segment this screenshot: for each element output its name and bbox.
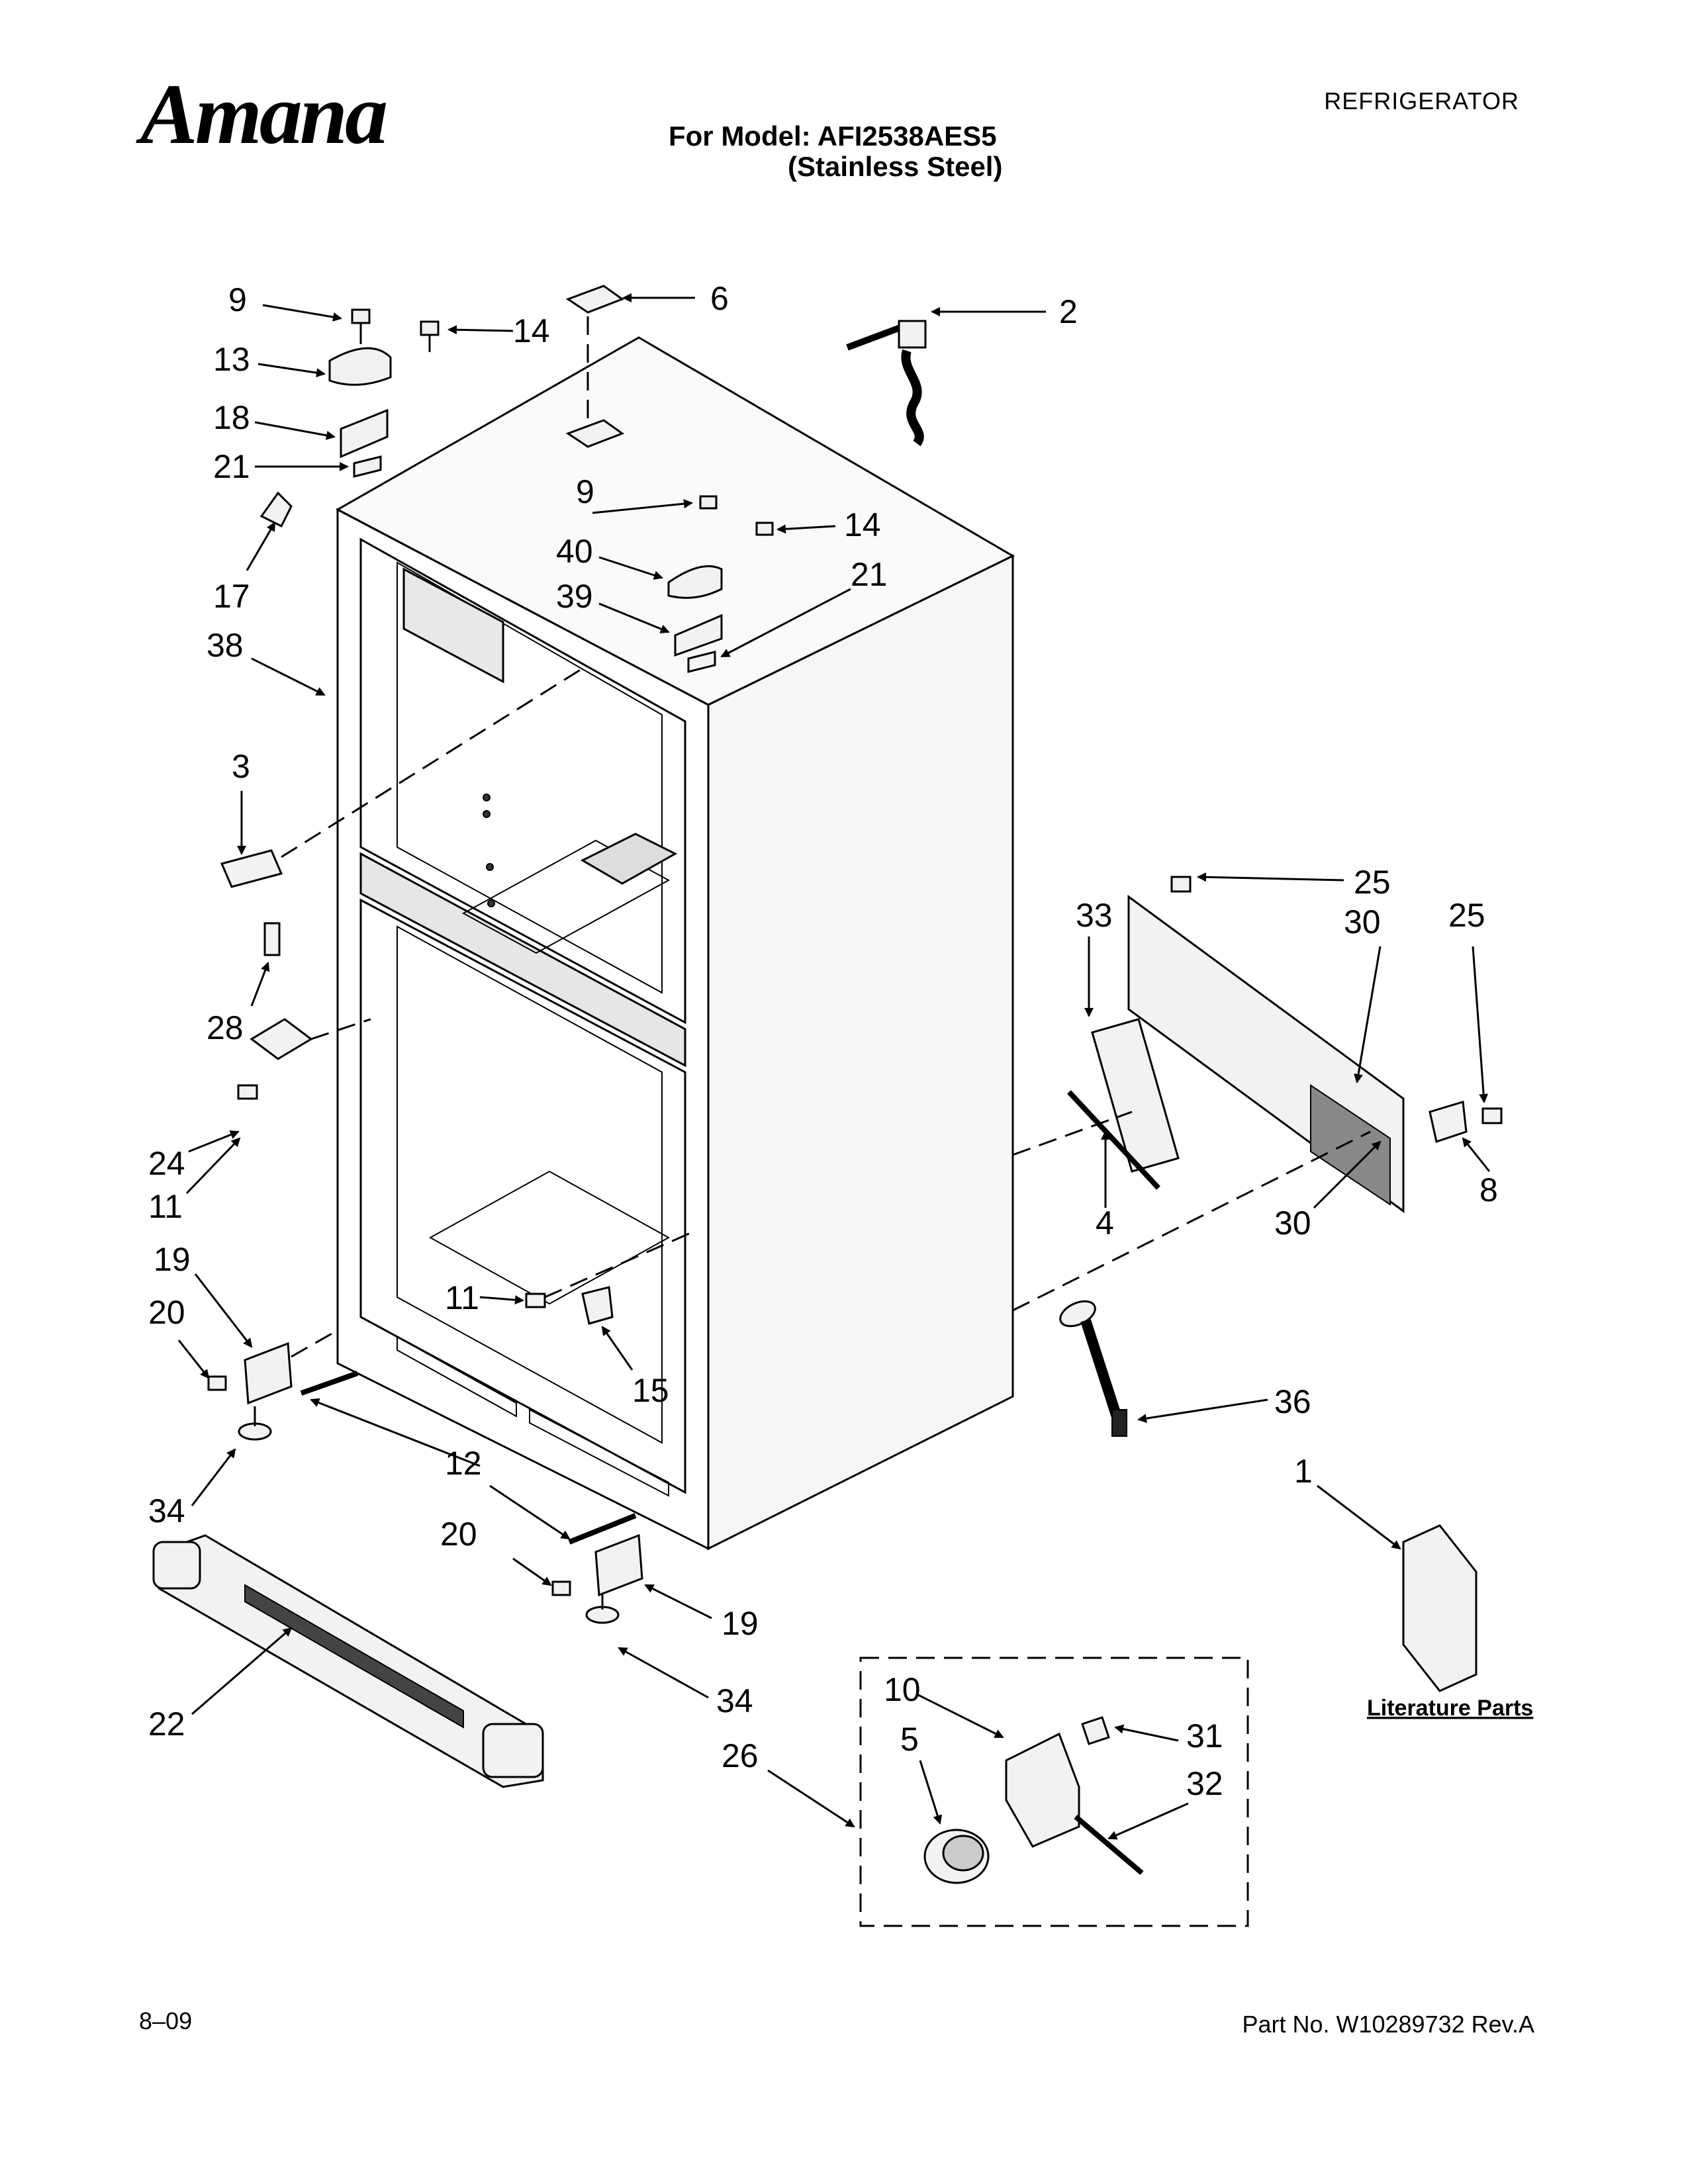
hinge-18	[340, 408, 389, 459]
screw-20-right	[551, 1580, 571, 1596]
rod-12-right	[568, 1513, 637, 1545]
clamp-8	[1429, 1101, 1468, 1143]
screw-14-mid	[755, 522, 774, 536]
access-panel-30	[1127, 895, 1405, 1213]
callout-14-mid: 14	[844, 506, 881, 543]
bracket-3	[220, 849, 283, 888]
roller-kit-box-26	[859, 1657, 1249, 1927]
screw-11-left	[237, 1084, 258, 1100]
water-tube-2	[846, 320, 927, 447]
callout-24: 24	[148, 1145, 185, 1182]
callout-15: 15	[632, 1372, 669, 1409]
literature-parts-label: Literature Parts	[1367, 1696, 1533, 1721]
document-type: REFRIGERATOR	[1324, 87, 1519, 114]
bracket-17	[259, 491, 293, 528]
screw-28	[263, 922, 281, 956]
hinge-39	[674, 614, 723, 657]
callout-21-mid: 21	[851, 556, 888, 593]
leveling-bracket-19-right	[594, 1533, 643, 1597]
callout-3: 3	[232, 748, 250, 785]
screw-25-right	[1481, 1107, 1503, 1124]
hinge-cover-13	[328, 347, 392, 386]
callout-25-left: 25	[1354, 864, 1391, 901]
rod-12-left	[300, 1371, 359, 1396]
bracket-24	[250, 1018, 313, 1060]
shim-21-top	[353, 455, 382, 478]
callout-13: 13	[213, 341, 250, 378]
clip-31	[1081, 1716, 1110, 1745]
callout-11-left: 11	[148, 1188, 183, 1225]
callout-10: 10	[884, 1671, 921, 1708]
clip-15	[581, 1286, 614, 1325]
callout-5: 5	[900, 1721, 919, 1758]
callout-22: 22	[148, 1706, 185, 1743]
brand-logo: Amana	[140, 67, 388, 162]
callout-labels: 9 14 6 2 13 18 21 9 14 40 39 21 17 38 3 …	[148, 280, 1533, 1802]
callout-9-mid: 9	[576, 473, 594, 510]
callout-8: 8	[1479, 1171, 1498, 1208]
screw-14-top	[420, 320, 440, 352]
screw-11-center	[525, 1293, 546, 1308]
callout-19-left: 19	[154, 1241, 191, 1278]
callout-25-right: 25	[1448, 897, 1485, 934]
callout-20-left: 20	[148, 1294, 185, 1331]
callout-1: 1	[1294, 1453, 1313, 1490]
filter-panel-33	[1091, 1018, 1180, 1173]
model-title: For Model: AFI2538AES5 (Stainless Steel)	[669, 120, 1003, 183]
pin-32	[1074, 1814, 1144, 1876]
callout-33: 33	[1076, 897, 1113, 934]
callout-39: 39	[556, 578, 593, 615]
parts-group	[152, 285, 1503, 1927]
finish-line: (Stainless Steel)	[788, 151, 1003, 183]
gasket-strip-4	[1067, 1090, 1160, 1190]
callout-12: 12	[445, 1445, 482, 1482]
callout-34-right: 34	[716, 1682, 753, 1719]
callout-31: 31	[1186, 1717, 1223, 1754]
callout-20-right: 20	[440, 1516, 477, 1553]
plate-6-mount	[565, 419, 625, 448]
callout-4: 4	[1096, 1205, 1114, 1242]
callout-17: 17	[213, 578, 250, 615]
hinge-cover-40	[667, 565, 723, 599]
callout-30-top: 30	[1344, 903, 1381, 940]
leader-lines	[177, 293, 1491, 1840]
footer-date: 8–09	[139, 2007, 193, 2034]
callout-34-left: 34	[148, 1492, 185, 1529]
callout-28: 28	[207, 1009, 244, 1046]
screw-20-left	[207, 1375, 227, 1391]
leveling-bracket-19-left	[244, 1342, 293, 1405]
base-grille-22	[152, 1534, 544, 1788]
shim-21-mid	[687, 651, 716, 673]
callout-21-top: 21	[213, 448, 250, 485]
screw-9-top	[351, 308, 371, 344]
callout-11-center: 11	[445, 1279, 479, 1316]
screw-25-left	[1170, 876, 1192, 893]
screw-9-mid	[699, 495, 718, 510]
callout-30-bottom: 30	[1274, 1205, 1311, 1242]
callout-2: 2	[1059, 293, 1078, 330]
callout-19-right: 19	[722, 1605, 759, 1642]
plate-6	[565, 285, 625, 314]
callout-40: 40	[556, 533, 593, 570]
tool-36	[1059, 1300, 1127, 1437]
callout-36: 36	[1274, 1383, 1311, 1420]
callout-14-top: 14	[513, 312, 550, 349]
callout-18: 18	[213, 399, 250, 436]
callout-26: 26	[722, 1737, 759, 1774]
callout-32: 32	[1186, 1765, 1223, 1802]
footer-part-number: Part No. W10289732 Rev.A	[1242, 2011, 1534, 2038]
callout-9-top: 9	[228, 281, 247, 318]
roller-bracket-10	[1005, 1732, 1080, 1848]
callout-6: 6	[710, 280, 729, 317]
refrigerator-cabinet	[335, 336, 1015, 1551]
literature-booklet-1	[1402, 1524, 1477, 1692]
model-line: For Model: AFI2538AES5	[669, 120, 997, 152]
callout-38: 38	[207, 627, 244, 664]
